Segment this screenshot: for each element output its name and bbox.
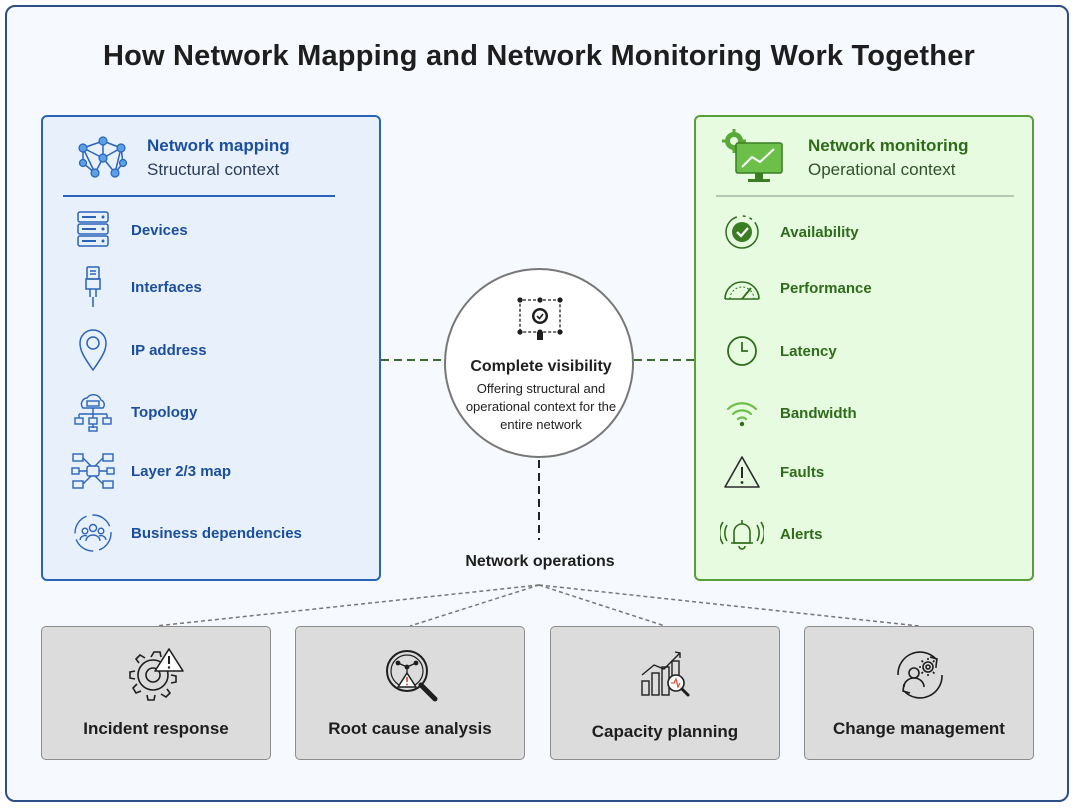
gauge-icon xyxy=(720,268,764,308)
people-cycle-icon xyxy=(71,513,115,553)
mapping-item-ip-address: IP address xyxy=(71,329,207,372)
network-monitoring-divider xyxy=(716,195,1014,197)
network-mapping-title: Network mapping xyxy=(147,136,290,155)
server-rack-icon xyxy=(71,210,115,250)
network-mapping-subtitle: Structural context xyxy=(147,160,280,179)
page-title: How Network Mapping and Network Monitori… xyxy=(102,40,976,72)
clock-icon xyxy=(720,331,764,371)
monitoring-item-label: Performance xyxy=(780,280,872,297)
monitor-chart-icon xyxy=(722,129,783,182)
mapping-item-layer-map: Layer 2/3 map xyxy=(71,451,231,491)
warning-triangle-icon xyxy=(720,452,764,492)
monitoring-item-latency: Latency xyxy=(720,331,837,371)
ethernet-cable-icon xyxy=(71,266,115,307)
monitoring-item-label: Faults xyxy=(780,464,825,481)
ops-box-label: Capacity planning xyxy=(591,722,739,741)
cloud-topology-icon xyxy=(71,392,115,432)
neural-network-icon xyxy=(78,136,128,178)
monitoring-item-availability: Availability xyxy=(720,212,859,252)
network-mapping-divider xyxy=(63,195,335,197)
mapping-item-label: Interfaces xyxy=(131,279,202,296)
location-pin-icon xyxy=(71,329,115,372)
ops-fan-lines xyxy=(155,584,920,627)
mapping-item-label: IP address xyxy=(131,342,207,359)
network-monitoring-panel: Network monitoring Operational context A… xyxy=(694,115,1034,581)
monitoring-item-label: Availability xyxy=(780,224,859,241)
gear-alert-icon xyxy=(129,648,184,701)
ops-box-root-cause-analysis: Root cause analysis xyxy=(295,626,525,760)
wifi-icon xyxy=(720,393,764,433)
monitoring-item-performance: Performance xyxy=(720,268,872,308)
monitoring-item-faults: Faults xyxy=(720,452,824,492)
mapping-item-label: Business dependencies xyxy=(131,525,302,542)
bar-chart-search-icon xyxy=(641,651,690,697)
ops-box-label: Change management xyxy=(833,719,1005,738)
mapping-item-label: Devices xyxy=(131,222,188,239)
complete-visibility-description: Offering structural and operational cont… xyxy=(465,381,617,432)
network-map-icon xyxy=(71,451,115,491)
ops-box-label: Root cause analysis xyxy=(328,719,492,738)
ops-box-change-management: Change management xyxy=(804,626,1034,760)
bell-icon xyxy=(720,514,764,554)
monitoring-item-alerts: Alerts xyxy=(720,514,823,554)
mapping-item-interfaces: Interfaces xyxy=(71,266,202,307)
ops-box-capacity-planning: Capacity planning xyxy=(550,626,780,760)
network-monitoring-title: Network monitoring xyxy=(808,136,969,155)
mapping-item-business-dependencies: Business dependencies xyxy=(71,513,302,553)
monitoring-item-bandwidth: Bandwidth xyxy=(720,393,857,433)
network-operations-label: Network operations xyxy=(465,553,615,570)
monitoring-item-label: Latency xyxy=(780,343,837,360)
user-gear-cycle-icon xyxy=(897,651,943,699)
mapping-item-devices: Devices xyxy=(71,210,188,250)
complete-visibility-title: Complete visibility xyxy=(470,358,612,375)
complete-visibility-circle: Complete visibility Offering structural … xyxy=(444,268,634,458)
check-circle-icon xyxy=(720,212,764,252)
monitoring-item-label: Bandwidth xyxy=(780,405,857,422)
monitoring-item-label: Alerts xyxy=(780,526,823,543)
network-check-icon xyxy=(517,297,563,340)
network-mapping-panel: Network mapping Structural context Devic… xyxy=(41,115,381,581)
mapping-item-topology: Topology xyxy=(71,392,197,432)
magnifier-alert-icon xyxy=(386,650,438,702)
mapping-item-label: Topology xyxy=(131,404,198,421)
mapping-item-label: Layer 2/3 map xyxy=(131,463,232,480)
ops-box-label: Incident response xyxy=(83,719,229,738)
ops-box-incident-response: Incident response xyxy=(41,626,271,760)
network-monitoring-subtitle: Operational context xyxy=(808,160,956,179)
